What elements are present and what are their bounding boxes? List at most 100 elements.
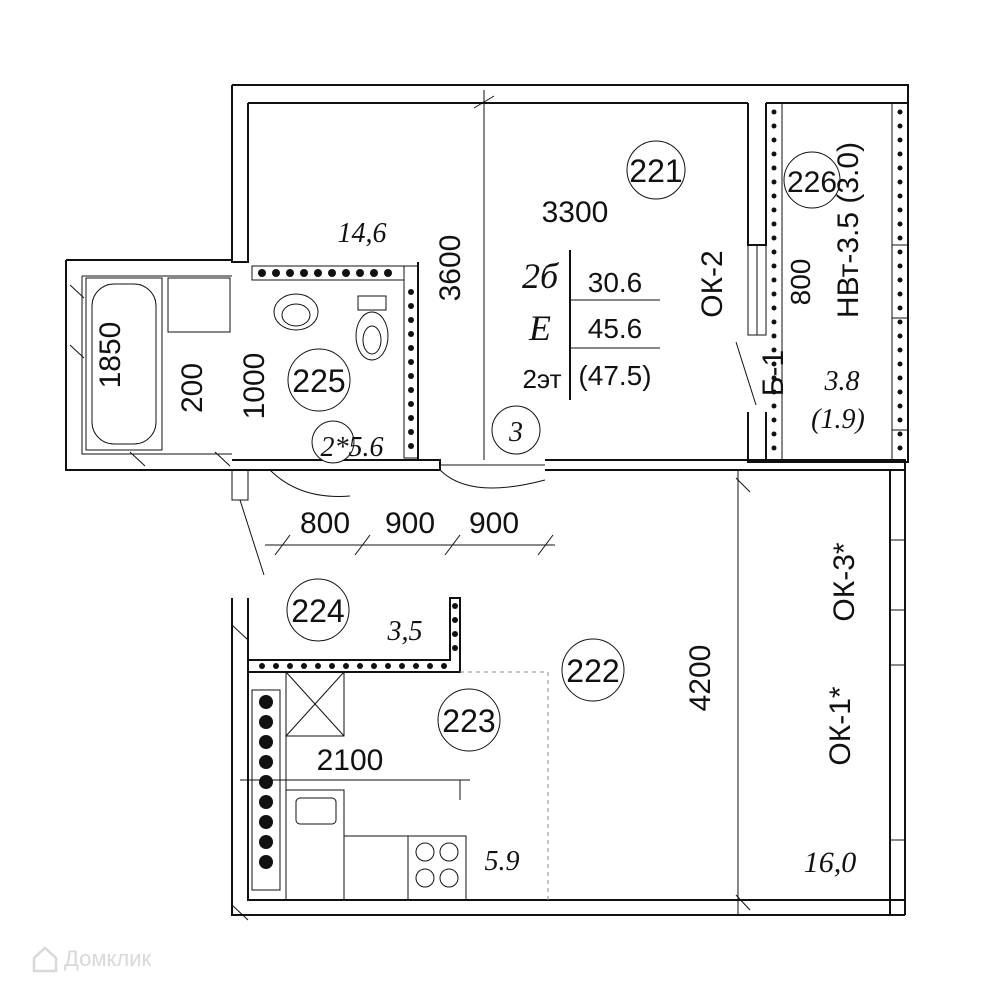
- room-224-label: 224: [291, 593, 344, 629]
- dim-200: 200: [176, 363, 209, 413]
- radiator-dot: [259, 715, 273, 729]
- tile-dot: [771, 305, 777, 311]
- zone-divider: [460, 671, 549, 900]
- radiator-dot: [259, 835, 273, 849]
- tile-dot: [897, 445, 903, 451]
- tile-dot: [452, 631, 458, 637]
- walls: [65, 84, 909, 916]
- tile-dot: [897, 179, 903, 185]
- ok3-label: ОК-3*: [828, 542, 861, 621]
- tile-dot: [315, 663, 321, 669]
- tile-dot: [897, 235, 903, 241]
- tile-dot: [771, 109, 777, 115]
- tile-dot: [399, 663, 405, 669]
- tile-dot: [897, 137, 903, 143]
- tile-dot: [897, 193, 903, 199]
- tile-dot: [771, 207, 777, 213]
- dim-900a: 900: [385, 507, 435, 540]
- tile-dot: [370, 269, 378, 277]
- area-5-9: 5.9: [485, 846, 520, 877]
- room-223-label: 223: [442, 703, 495, 739]
- tile-dot: [897, 263, 903, 269]
- tile-dot: [413, 663, 419, 669]
- tile-dot: [371, 663, 377, 669]
- bathtub: [85, 277, 163, 451]
- tile-dot: [897, 305, 903, 311]
- tile-dot: [273, 663, 279, 669]
- radiator-dot: [259, 815, 273, 829]
- tile-dot: [452, 645, 458, 651]
- apartment-summary: 2б Е 2эт 30.6 45.6 (47.5): [522, 250, 660, 400]
- watermark: Домклик: [30, 944, 220, 976]
- room-3-label: 3: [508, 417, 523, 448]
- tile-dot: [771, 263, 777, 269]
- apt-living: 30.6: [588, 267, 643, 298]
- tile-dot: [357, 663, 363, 669]
- house-icon: [32, 946, 58, 973]
- room-225-label: 225: [292, 363, 345, 399]
- tile-dot: [408, 303, 414, 309]
- tile-dot: [408, 429, 414, 435]
- room-222-label: 222: [566, 653, 619, 689]
- tile-dot: [272, 269, 280, 277]
- tile-dot: [408, 443, 414, 449]
- sink-bathroom: [273, 293, 319, 331]
- tile-dot: [408, 317, 414, 323]
- window-marks: [747, 244, 908, 841]
- tile-dot: [897, 291, 903, 297]
- tile-dot: [897, 375, 903, 381]
- tile-dot: [897, 221, 903, 227]
- tile-dot: [771, 361, 777, 367]
- tile-dot: [287, 663, 293, 669]
- tile-dot: [258, 269, 266, 277]
- apt-type: 2б: [522, 256, 560, 296]
- tile-dot: [328, 269, 336, 277]
- room-221-label: 221: [629, 153, 682, 189]
- radiator-dot: [259, 775, 273, 789]
- tile-dot: [771, 123, 777, 129]
- tile-dot: [342, 269, 350, 277]
- tile-dot: [897, 361, 903, 367]
- radiator-kitchen: [251, 689, 281, 891]
- area-16-0: 16,0: [804, 846, 857, 879]
- tile-dot: [897, 403, 903, 409]
- tile-dot: [771, 347, 777, 353]
- room-226-label: 226: [787, 166, 837, 199]
- radiator-dot: [259, 695, 273, 709]
- tile-dot: [771, 375, 777, 381]
- tile-dot: [897, 249, 903, 255]
- dim-3600: 3600: [434, 235, 467, 302]
- tile-dot: [771, 221, 777, 227]
- dim-4200: 4200: [684, 645, 717, 712]
- tile-dot: [452, 617, 458, 623]
- apt-total: 45.6: [588, 313, 643, 344]
- tile-dot: [771, 431, 777, 437]
- tile-dot: [314, 269, 322, 277]
- tile-dot: [301, 663, 307, 669]
- doors: [269, 341, 757, 497]
- tile-dot: [771, 249, 777, 255]
- radiator-dot: [259, 735, 273, 749]
- tile-dot: [408, 387, 414, 393]
- tile-dot: [771, 277, 777, 283]
- tile-dot: [771, 137, 777, 143]
- tile-dot: [771, 389, 777, 395]
- dim-800a: 800: [300, 507, 350, 540]
- area-1-9: (1.9): [811, 404, 865, 435]
- tile-dot: [771, 165, 777, 171]
- dim-800b: 800: [785, 259, 816, 306]
- tile-dot: [329, 663, 335, 669]
- opening-labels: ОК-2 ОК-3* ОК-1* Б-1 НВт-3.5 (3.0): [696, 142, 865, 766]
- tile-dot: [408, 345, 414, 351]
- tile-dot: [259, 663, 265, 669]
- room-labels: 221 226 225 3 224 223 222: [291, 153, 837, 739]
- ok2-label: ОК-2: [696, 250, 729, 318]
- radiator-dot: [259, 755, 273, 769]
- tile-dot: [897, 333, 903, 339]
- tile-dot: [408, 415, 414, 421]
- tile-dot: [771, 193, 777, 199]
- dim-1850: 1850: [94, 322, 127, 389]
- tile-dot: [441, 663, 447, 669]
- dimension-labels: 3300 3600 1850 200 1000 800 900 900 800 …: [94, 196, 816, 777]
